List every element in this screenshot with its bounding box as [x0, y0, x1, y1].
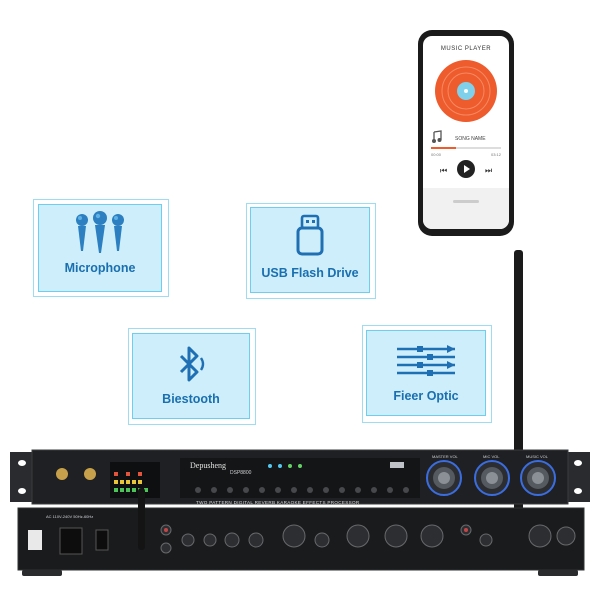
model-label: DSP8800 — [230, 470, 252, 476]
play-icon — [464, 165, 470, 173]
bottom-panel — [423, 188, 509, 229]
music-player-title: MUSIC PLAYER — [440, 46, 492, 52]
home-bar — [453, 200, 479, 203]
mic-vol-knob — [474, 460, 510, 496]
card-glow-frame — [246, 203, 376, 299]
play-button[interactable] — [457, 160, 475, 178]
usb-label: USB Flash Drive — [261, 266, 359, 280]
song-name: SONG NAME — [455, 136, 486, 142]
time-total: 03:12 — [490, 152, 501, 157]
fiber-optic-icon — [397, 345, 455, 376]
music-note-icon — [432, 130, 442, 143]
smartphone: MUSIC PLAYER SONG NAME 00:00 03:12 ⏮ ⏭ — [418, 30, 514, 236]
card-glow-frame — [362, 325, 492, 423]
warning-sticker — [28, 530, 42, 550]
knob-label-mic: MIC VOL — [483, 454, 500, 459]
antenna-left — [138, 488, 145, 550]
rear-power-text: AC 110V-240V 50Hz-60Hz — [46, 514, 94, 519]
vu-meter — [110, 462, 160, 498]
rack-ear-left — [10, 452, 34, 502]
microphone-icon — [76, 211, 124, 253]
vinyl-disc-icon — [435, 60, 497, 122]
prev-icon[interactable]: ⏮ — [440, 166, 448, 175]
progress-bar[interactable] — [431, 147, 501, 149]
microphone-label: Microphone — [64, 261, 136, 275]
usb-port — [390, 462, 404, 468]
usb-drive-icon — [296, 214, 324, 256]
front-knobs — [195, 487, 409, 493]
next-icon[interactable]: ⏭ — [485, 166, 493, 175]
usb-card: USB Flash Drive — [246, 203, 376, 299]
subtitle-label: TWO PATTERN DIGITAL REVERB KARAOKE EFFEC… — [196, 500, 360, 505]
phone-screen: MUSIC PLAYER SONG NAME 00:00 03:12 ⏮ ⏭ — [423, 36, 509, 229]
bluetooth-label: Biestooth — [162, 392, 220, 406]
rear-jacks — [160, 524, 576, 554]
fiber-optic-label: Fieer Optic — [393, 389, 459, 403]
master-knob — [426, 460, 462, 496]
bluetooth-icon — [179, 346, 205, 382]
microphone-card: Microphone — [33, 199, 169, 297]
fiber-optic-card: Fieer Optic — [362, 325, 492, 423]
knob-label-master: MASTER VOL — [432, 454, 458, 459]
card-glow-frame — [128, 328, 256, 425]
bluetooth-card: Biestooth — [128, 328, 256, 425]
antenna-right — [514, 250, 523, 552]
progress-fill — [431, 147, 456, 149]
indicator-leds — [268, 464, 302, 468]
brand-label: Depusheng — [190, 461, 226, 470]
power-socket — [59, 527, 83, 555]
music-vol-knob — [520, 460, 556, 496]
rack-ear-right — [566, 452, 590, 502]
time-elapsed: 00:00 — [431, 152, 442, 157]
card-glow-frame — [33, 199, 169, 297]
knob-label-music: MUSIC VOL — [526, 454, 549, 459]
